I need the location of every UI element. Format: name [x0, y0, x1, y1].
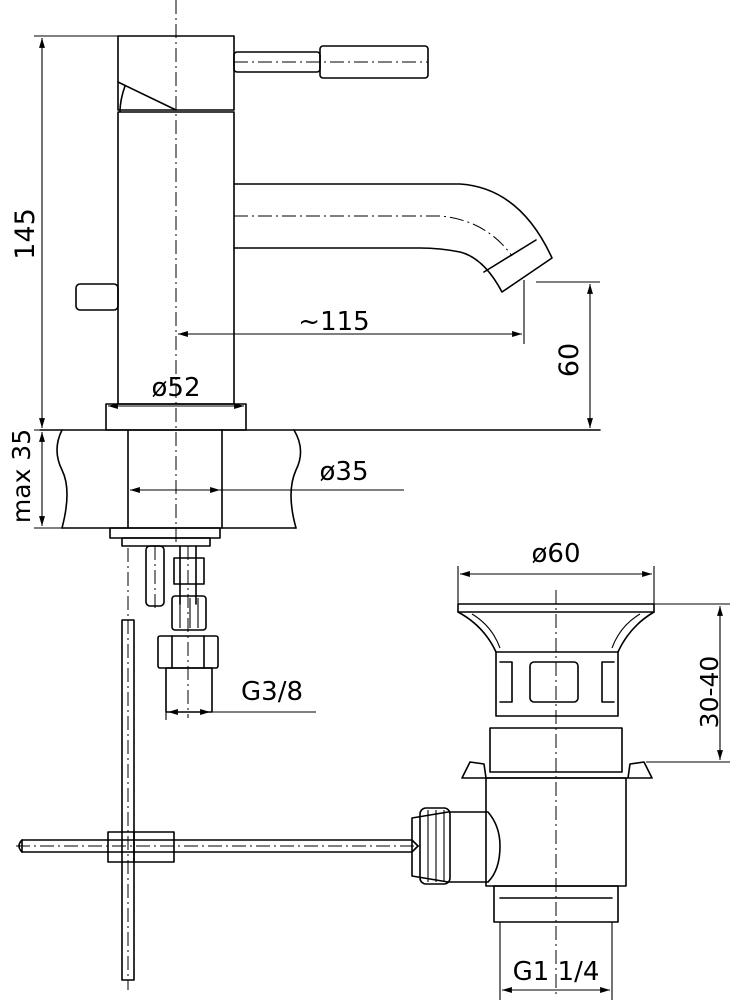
label-spout-height: 60: [554, 343, 585, 377]
cage-window: [529, 661, 579, 703]
waste-tail: [493, 885, 619, 923]
dimension-lines: [34, 35, 730, 993]
label-hole-diameter: ø35: [320, 457, 369, 487]
port-nut: [419, 807, 451, 885]
popup-knob: [75, 283, 119, 311]
hose-crimp: [173, 557, 205, 585]
handle-bevel-curve: [119, 85, 126, 113]
hose-fitting: [171, 595, 207, 631]
counter-break-right: [290, 429, 302, 529]
waste-cage: [495, 651, 619, 717]
label-max-thickness: max 35: [7, 429, 36, 523]
label-waste-diameter: ø60: [532, 539, 581, 569]
cage-slot-right: [601, 661, 615, 703]
label-connection-thread: G3/8: [241, 677, 303, 707]
label-base-diameter: ø52: [152, 373, 201, 403]
waste-side-port: [411, 811, 501, 883]
linkage-clip: [107, 831, 175, 863]
label-waste-thread: G1 1/4: [513, 957, 600, 987]
waste-valve: [411, 590, 655, 1000]
spout-centerline: [234, 215, 513, 257]
faucet-spout: [233, 183, 553, 293]
label-spout-reach: ~115: [298, 307, 369, 337]
waste-clamp: [461, 761, 653, 779]
mount-washer: [121, 537, 211, 547]
dimension-labels: 145 ~115 60 ø52 max 35 ø35 G3/8 ø60 30-4…: [7, 208, 724, 987]
spout-aerator-line: [483, 239, 537, 273]
handle-bevel: [117, 81, 177, 111]
cage-slot-left: [499, 661, 513, 703]
waste-sleeve: [489, 727, 623, 773]
linkage-rod: [21, 839, 419, 853]
label-waste-adjust: 30-40: [695, 656, 724, 729]
thread-connector: [165, 667, 213, 713]
flange-curve-right: [611, 613, 641, 649]
flange-curve-left: [471, 613, 501, 649]
label-height-total: 145: [10, 208, 41, 260]
faucet: [16, 0, 601, 990]
mount-plate: [109, 527, 221, 539]
counter-break-left: [56, 429, 68, 529]
